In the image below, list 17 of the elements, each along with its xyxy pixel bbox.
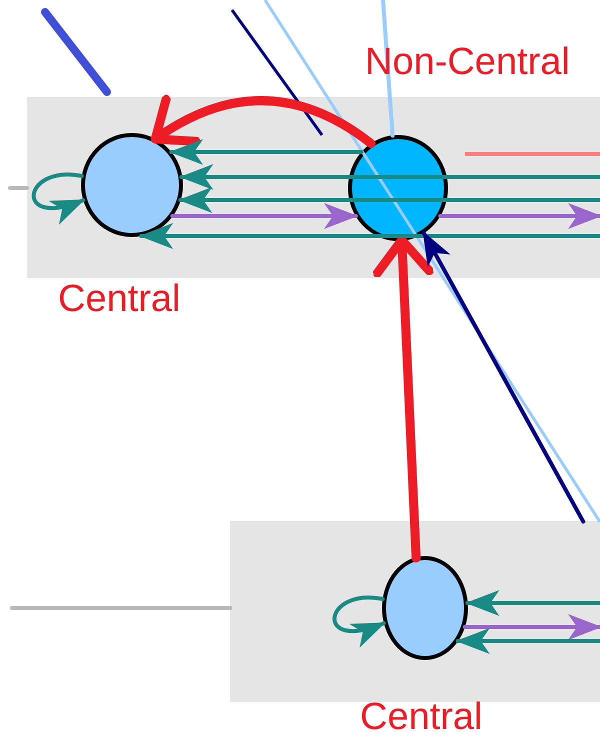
arrow (178, 187, 600, 213)
arrow (332, 596, 386, 646)
node-label: Central (58, 280, 180, 318)
arrow (170, 203, 358, 229)
arrow (438, 203, 600, 229)
arrow (465, 590, 600, 616)
arrow (422, 230, 586, 524)
arrow (456, 628, 600, 654)
arrow (139, 223, 600, 249)
node-label: Central (360, 698, 482, 736)
arrow (32, 172, 86, 224)
node-label: Non-Central (365, 43, 570, 81)
arrow (372, 236, 434, 562)
arrow (462, 614, 600, 640)
arrow (179, 164, 600, 190)
arrow (150, 95, 376, 148)
arrow (169, 139, 364, 165)
